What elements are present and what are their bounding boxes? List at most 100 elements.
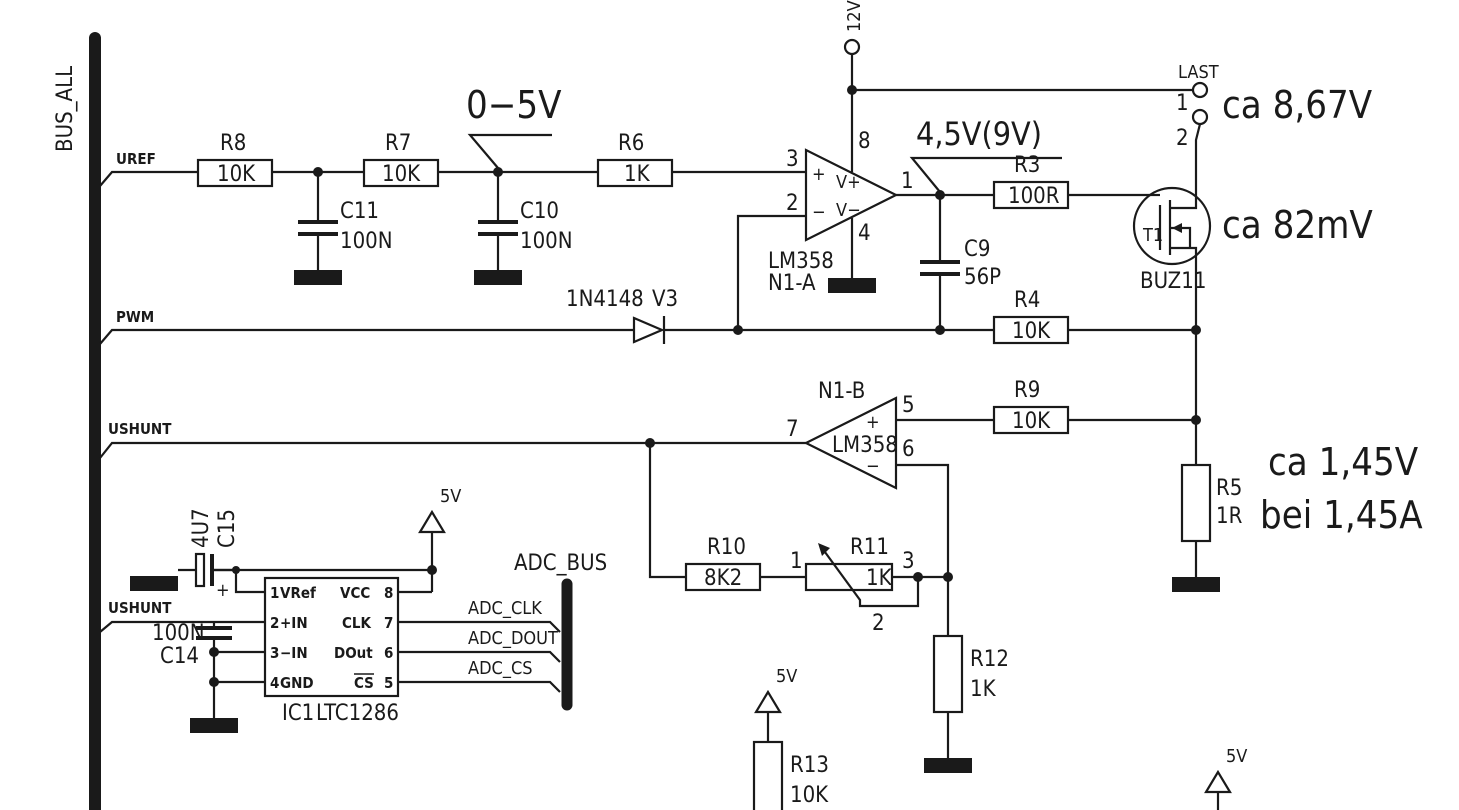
connector-last-pin1-num: 1 <box>1176 91 1189 116</box>
ic1-pin7-num: 7 <box>384 614 393 632</box>
net-label-ushunt-adc: USHUNT <box>108 599 172 617</box>
resistor-r6 <box>596 158 674 188</box>
r6-value: 1K <box>624 162 651 187</box>
c15-value: 4U7 <box>189 508 214 548</box>
r4-ref: R4 <box>1014 288 1040 313</box>
transistor-t1-ref: T1 <box>1142 225 1163 246</box>
wire-ushunt-r10 <box>648 443 686 579</box>
r8-value: 10K <box>217 162 256 187</box>
diode-v3 <box>632 316 665 344</box>
connector-last-pin1 <box>1191 81 1209 99</box>
resistor-r10 <box>684 562 762 592</box>
c15-ref: C15 <box>215 509 240 548</box>
opamp-n1a-pin8: 8 <box>858 129 871 154</box>
ground-symbol <box>294 270 342 285</box>
opamp-n1a <box>804 148 899 242</box>
r12-ref: R12 <box>970 647 1009 672</box>
wire-inv-feedback <box>736 214 806 330</box>
capacitor-c15 <box>194 552 206 588</box>
ic1-pin1-name: VRef <box>280 584 316 602</box>
resistor-r13 <box>752 740 784 810</box>
opamp-n1b-plus: + <box>866 412 880 433</box>
ic1-pin3-num: 3 <box>270 644 279 662</box>
ic1-pins-right: VCC 8 CLK 7 DOut 6 CS 5 <box>334 584 393 692</box>
junction <box>209 647 219 657</box>
r11-pin1: 1 <box>790 549 803 574</box>
junction <box>913 572 923 582</box>
adc-bus-label: ADC_BUS <box>514 551 607 576</box>
r5-ref: R5 <box>1216 476 1242 501</box>
r5-value: 1R <box>1216 504 1243 529</box>
diode-v3-part: 1N4148 <box>566 287 644 312</box>
c10-value: 100N <box>520 229 573 254</box>
ground-symbol <box>130 576 178 591</box>
annotation-v-opamp-out: 4,5V(9V) <box>916 115 1042 153</box>
ground-symbol <box>924 758 972 773</box>
r11-pin3: 3 <box>902 549 915 574</box>
r3-value: 100R <box>1008 184 1060 209</box>
opamp-n1a-vplus: V+ <box>836 172 861 193</box>
ic1-pin7-name: CLK <box>342 614 372 632</box>
ground-symbol <box>1172 577 1220 592</box>
c9-ref: C9 <box>964 237 990 262</box>
r11-pin2: 2 <box>872 611 885 636</box>
r11-ref: R11 <box>850 535 889 560</box>
opamp-n1b-minus: − <box>866 456 880 477</box>
r4-value: 10K <box>1012 319 1051 344</box>
ic1-pin2-name: +IN <box>280 614 308 632</box>
c11-ref: C11 <box>340 199 379 224</box>
ic1-pin2-num: 2 <box>270 614 279 632</box>
ic1-pin6-name: DOut <box>334 644 373 662</box>
connector-last-pin2-num: 2 <box>1176 126 1189 151</box>
r13-value: 10K <box>790 783 829 808</box>
r12-value: 1K <box>970 677 997 702</box>
transistor-t1-source <box>1170 246 1198 258</box>
potentiometer-r11-arrow <box>818 543 830 556</box>
ic1-pin5-name: CS <box>354 674 374 692</box>
opamp-n1a-pin4: 4 <box>858 221 871 246</box>
supply-12v-label: 12V <box>844 0 865 32</box>
r3-ref: R3 <box>1014 153 1040 178</box>
ic1-pin6-num: 6 <box>384 644 393 662</box>
net-label-adc-clk: ADC_CLK <box>468 598 542 619</box>
ic1-pin8-num: 8 <box>384 584 393 602</box>
c11-value: 100N <box>340 229 393 254</box>
opamp-n1b-pin7: 7 <box>786 417 799 442</box>
ic1-pin8-name: VCC <box>340 584 370 602</box>
opamp-n1a-pin2: 2 <box>786 191 799 216</box>
resistor-r7 <box>362 158 440 188</box>
r10-value: 8K2 <box>704 566 742 591</box>
annotation-v-last: ca 8,67V <box>1222 83 1373 127</box>
annotation-0-5v: 0−5V <box>466 83 562 127</box>
opamp-n1b <box>803 396 898 490</box>
r13-ref: R13 <box>790 753 829 778</box>
opamp-n1a-part: LM358 <box>768 249 834 274</box>
c10-ref: C10 <box>520 199 559 224</box>
transistor-t1-drain <box>1170 123 1202 210</box>
ground-symbol <box>828 278 876 293</box>
connector-last-pin2 <box>1191 108 1209 126</box>
junction <box>1191 415 1201 425</box>
opamp-n1b-part: LM358 <box>832 433 898 458</box>
ground-symbol <box>474 270 522 285</box>
junction <box>209 677 219 687</box>
resistor-r3 <box>992 180 1070 210</box>
wire-c15-pin1 <box>214 568 265 594</box>
ic1-part: LTC1286 <box>316 701 399 726</box>
supply-5v-ic-label: 5V <box>440 486 461 507</box>
diode-v3-ref: V3 <box>652 287 678 312</box>
opamp-n1b-pin6: 6 <box>902 437 915 462</box>
opamp-n1b-pin5: 5 <box>902 393 915 418</box>
bus-all-label: BUS_ALL <box>53 66 78 152</box>
ic1-pin1-num: 1 <box>270 584 279 602</box>
annotation-v-shunt: ca 1,45V <box>1268 440 1419 484</box>
ic1-pin3-name: −IN <box>280 644 308 662</box>
ic1-ltc1286 <box>263 576 400 698</box>
opamp-n1b-unit: N1-B <box>818 379 865 404</box>
capacitor-c15-polarity: + <box>216 580 230 601</box>
supply-5v-right-symbol <box>1204 769 1232 794</box>
net-label-adc-cs: ADC_CS <box>468 658 533 679</box>
ic1-pins-left: 1 VRef 2 +IN 3 −IN 4 GND <box>270 584 316 692</box>
junction <box>935 325 945 335</box>
